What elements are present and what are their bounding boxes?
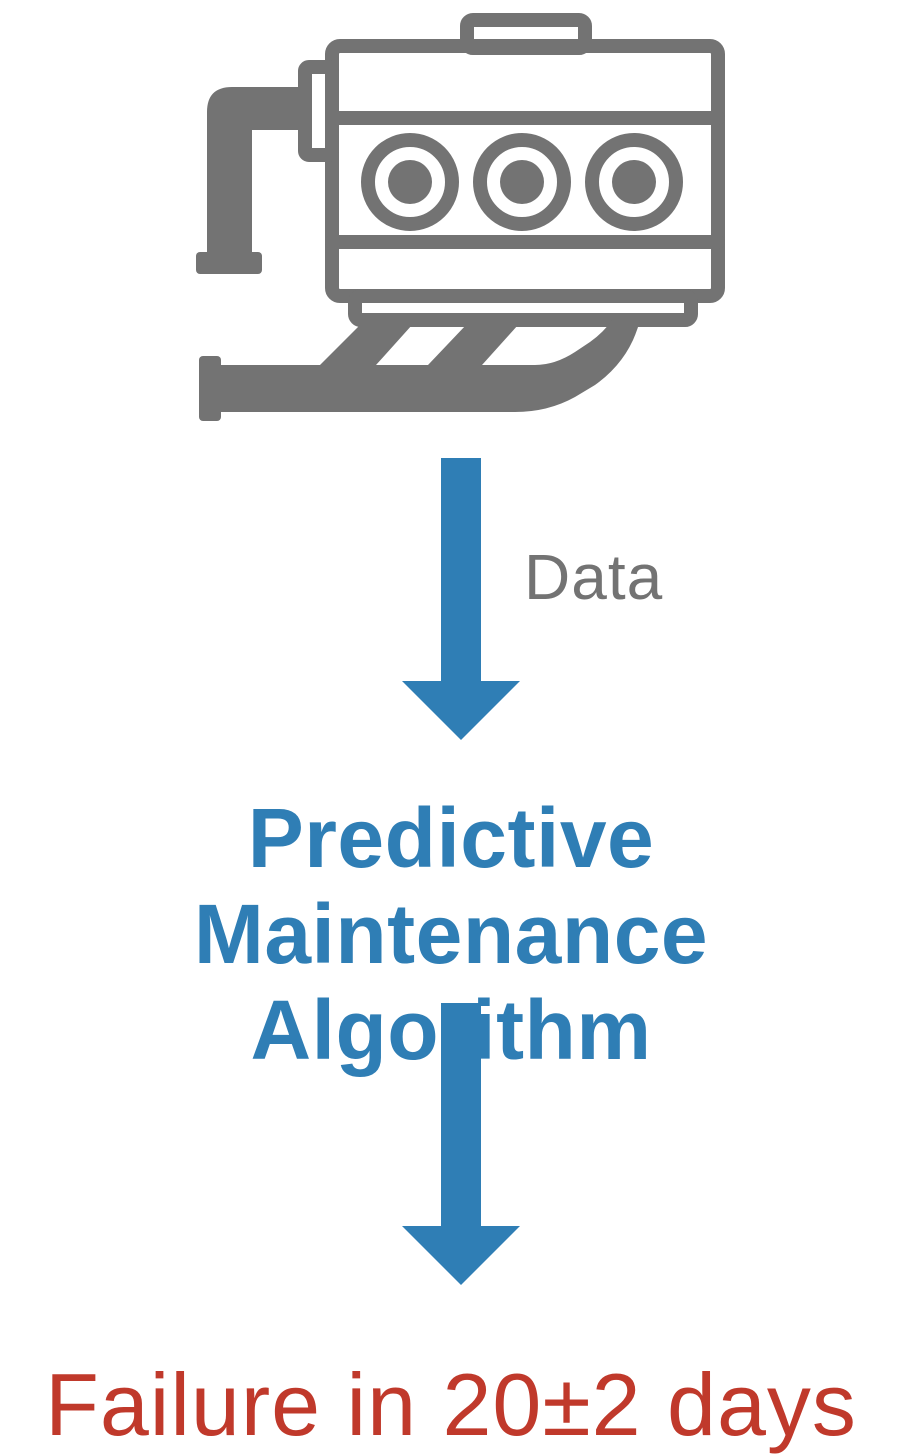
- engine-icon: [196, 13, 725, 421]
- data-label: Data: [524, 541, 664, 613]
- failure-prediction: Failure in 20±2 days: [45, 1355, 857, 1454]
- arrow-down-icon: [402, 1003, 520, 1285]
- arrow-down-icon: [402, 458, 520, 740]
- algorithm-title-line1: Predictive Maintenance: [193, 791, 709, 981]
